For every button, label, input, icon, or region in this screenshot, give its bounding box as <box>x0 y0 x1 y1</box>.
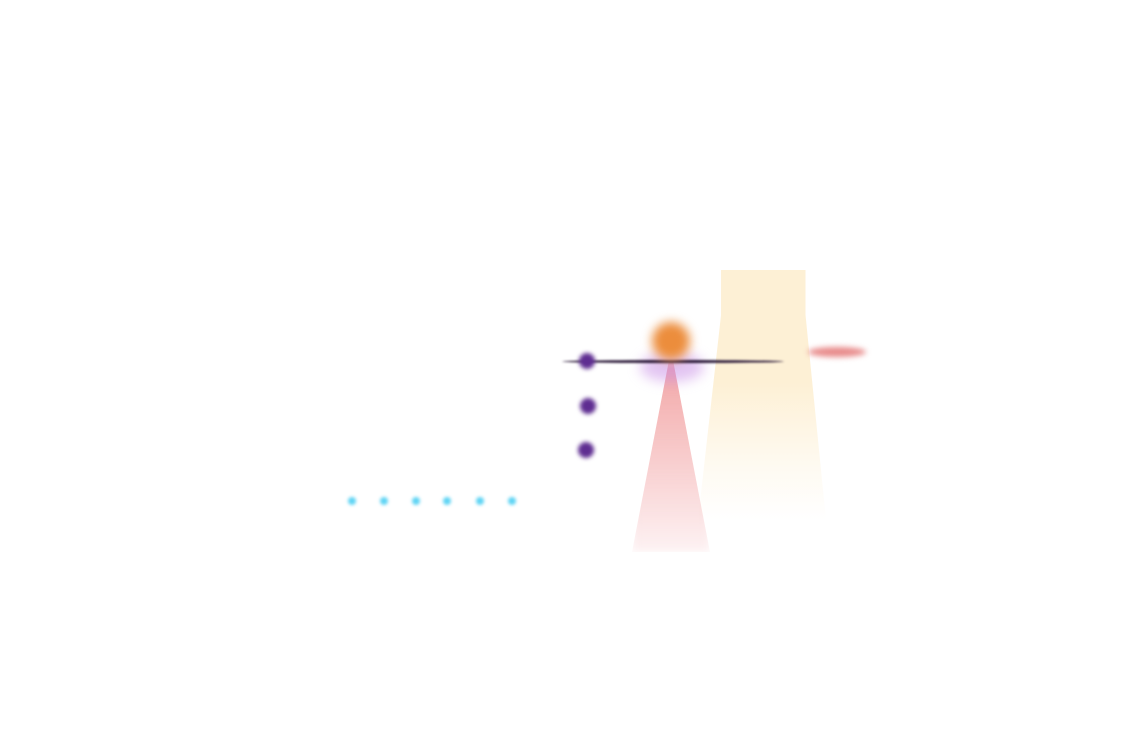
orange-orb[interactable] <box>652 322 690 360</box>
cyan-marker <box>380 497 388 505</box>
light-cone <box>632 362 710 552</box>
red-streak <box>808 347 866 357</box>
cyan-marker <box>476 497 484 505</box>
cyan-marker <box>348 497 356 505</box>
cyan-marker <box>412 497 420 505</box>
purple-node[interactable] <box>579 353 595 369</box>
platform-line <box>562 360 784 363</box>
cyan-marker <box>443 497 451 505</box>
purple-node[interactable] <box>578 442 594 458</box>
purple-node[interactable] <box>580 398 596 414</box>
cyan-marker <box>508 497 516 505</box>
light-beam <box>698 270 826 520</box>
